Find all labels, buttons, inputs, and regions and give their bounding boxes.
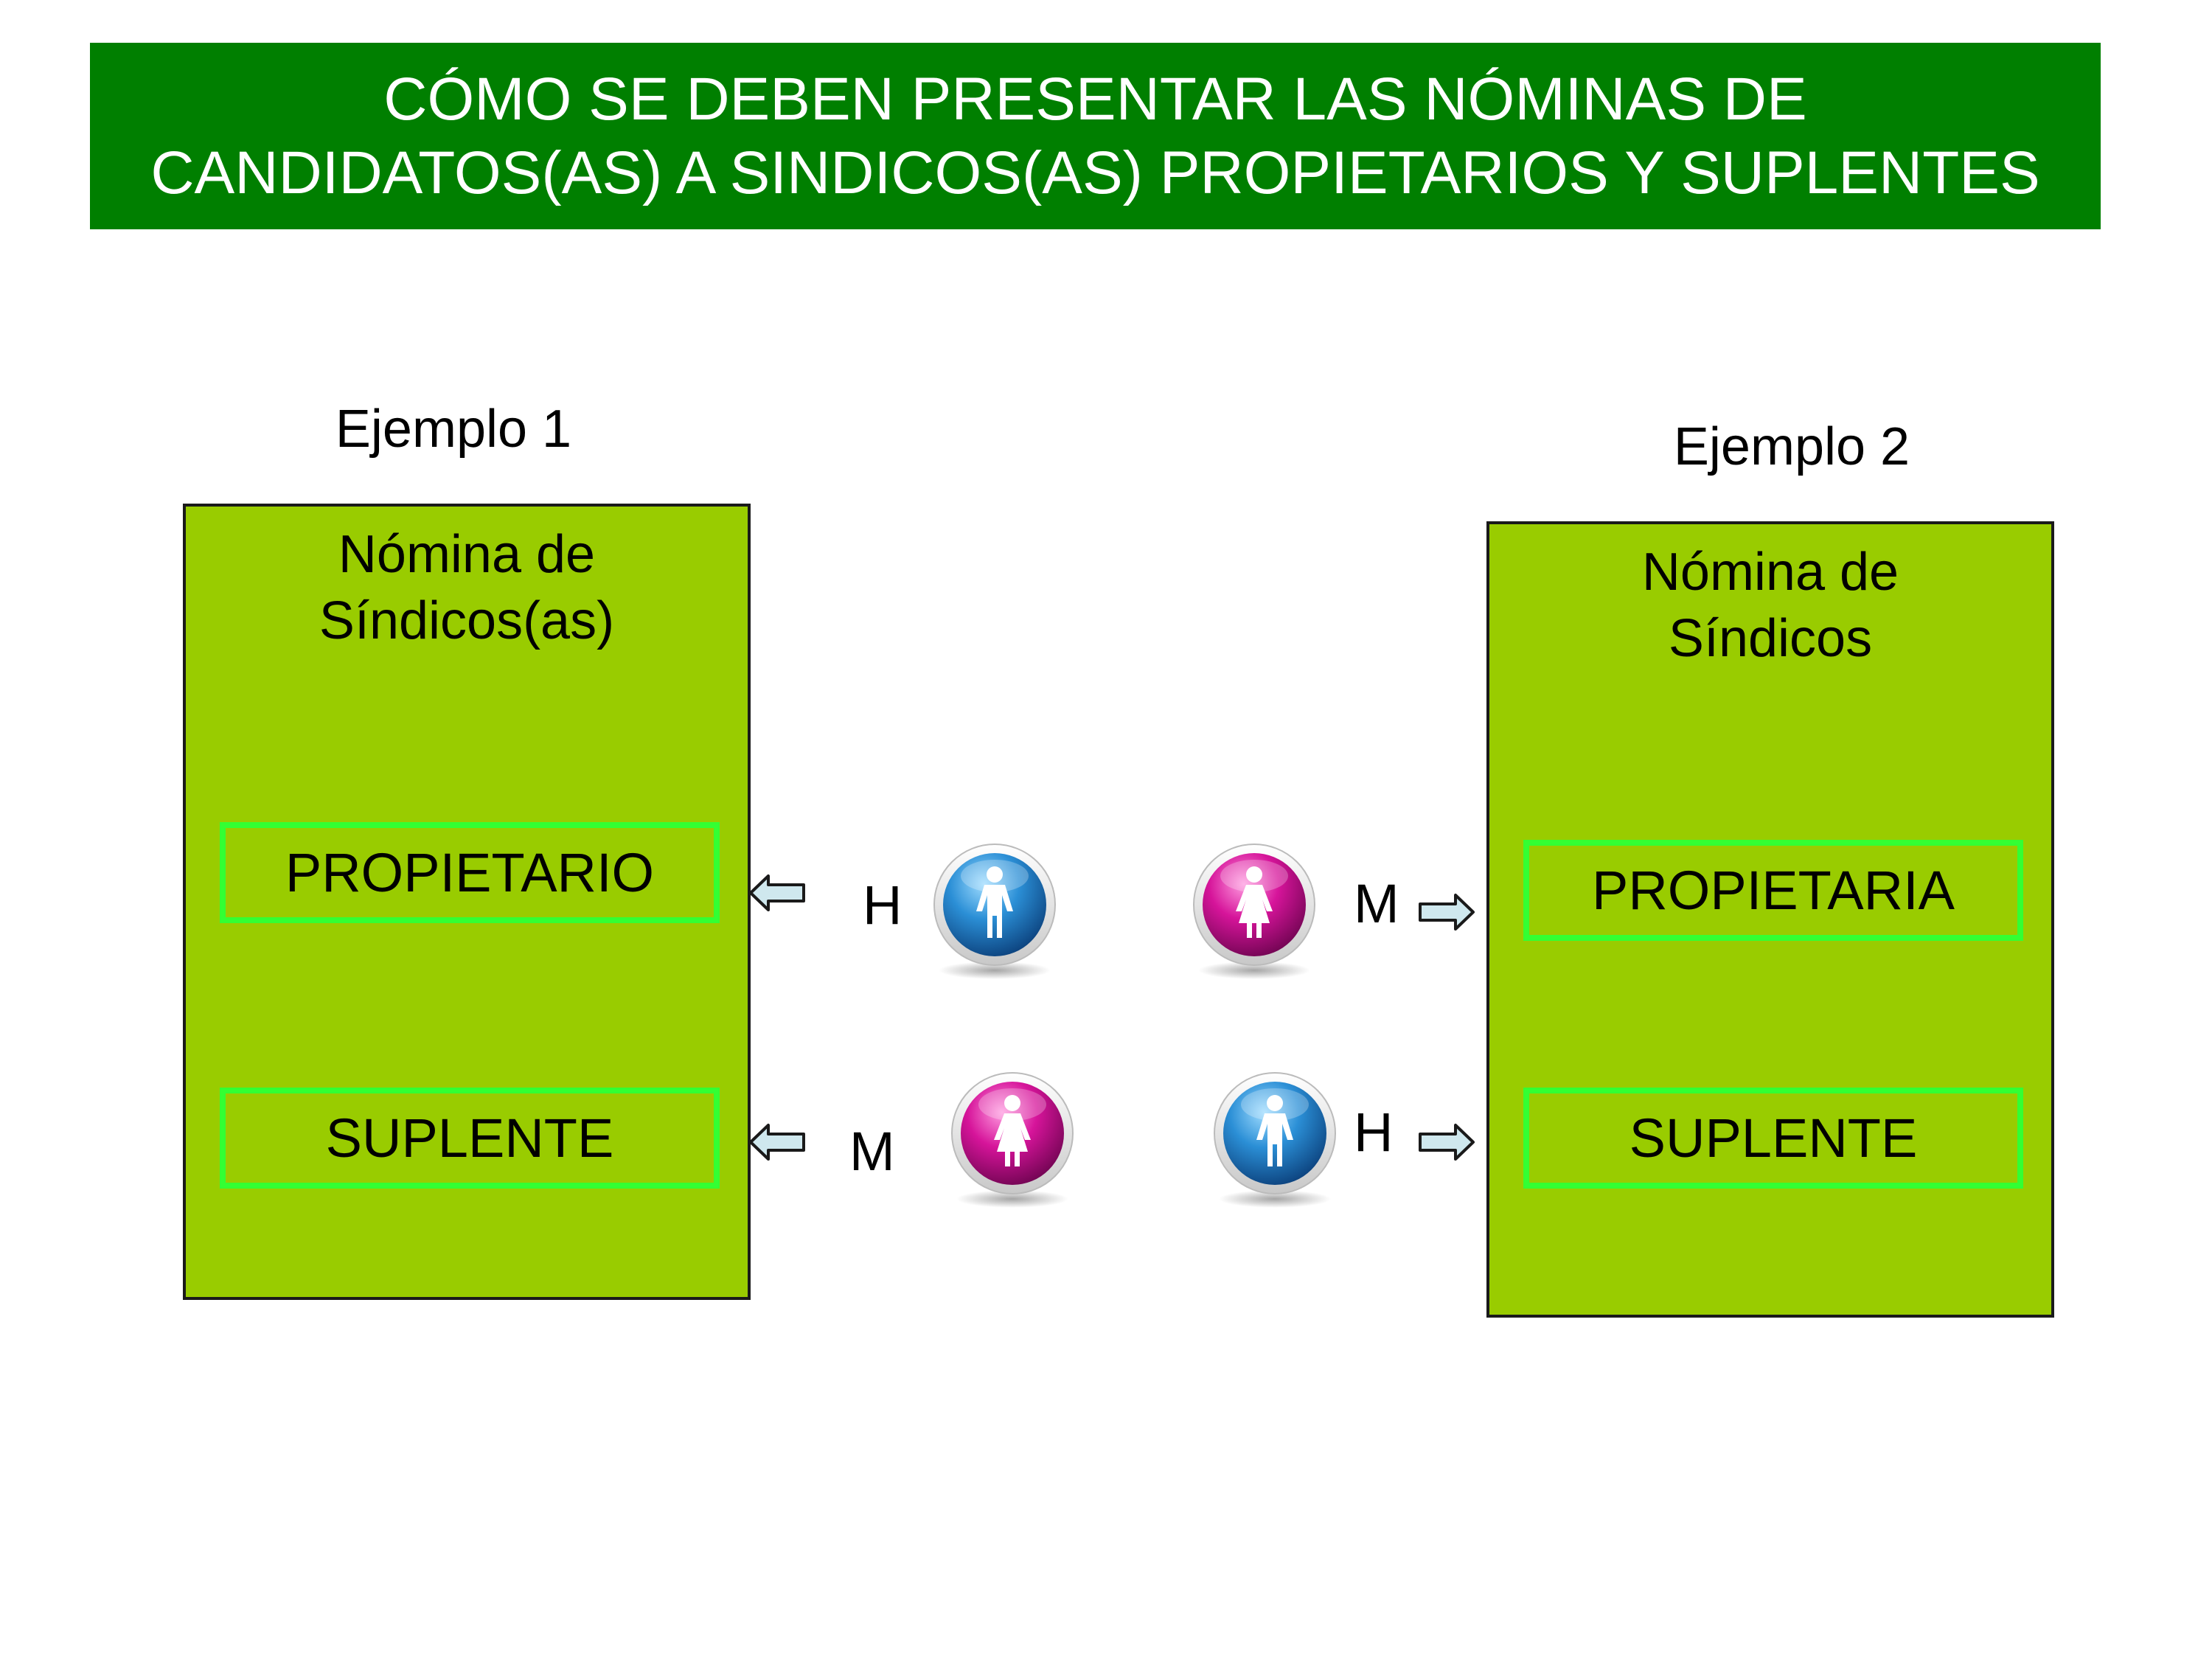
title-line-1: CÓMO SE DEBEN PRESENTAR LAS NÓMINAS DE — [383, 65, 1807, 133]
gender-letter-m: M — [1354, 873, 1399, 934]
nomina-title-line-1: Nómina de — [1641, 543, 1899, 602]
nomina-title-example-1: Nómina de Síndicos(as) — [186, 521, 748, 654]
gender-letter-h: H — [1354, 1102, 1394, 1163]
example-2-label: Ejemplo 2 — [1673, 417, 1910, 476]
arrow-right-icon — [1419, 1124, 1475, 1161]
arrow-right-icon — [1419, 894, 1475, 931]
gender-letter-m: M — [849, 1121, 895, 1182]
title-banner: CÓMO SE DEBEN PRESENTAR LAS NÓMINAS DE C… — [90, 43, 2101, 229]
slot-propietario: PROPIETARIO — [220, 822, 720, 923]
nomina-title-example-2: Nómina de Síndicos — [1489, 539, 2051, 672]
man-icon — [933, 844, 1056, 979]
slot-suplente-example-2: SUPLENTE — [1523, 1088, 2023, 1189]
slot-propietaria: PROPIETARIA — [1523, 840, 2023, 941]
woman-icon — [1193, 844, 1315, 979]
nomina-title-line-1: Nómina de — [338, 525, 596, 584]
woman-icon — [951, 1072, 1074, 1208]
example-1-label: Ejemplo 1 — [335, 400, 572, 459]
nomina-box-example-2: Nómina de Síndicos PROPIETARIA SUPLENTE — [1486, 521, 2054, 1318]
title-line-2: CANDIDATOS(AS) A SINDICOS(AS) PROPIETARI… — [150, 139, 2040, 206]
nomina-box-example-1: Nómina de Síndicos(as) PROPIETARIO SUPLE… — [183, 504, 751, 1300]
arrow-left-icon — [749, 1124, 805, 1161]
nomina-title-line-2: Síndicos(as) — [319, 591, 615, 650]
slot-suplente-example-1: SUPLENTE — [220, 1088, 720, 1189]
nomina-title-line-2: Síndicos — [1668, 609, 1873, 668]
arrow-left-icon — [749, 874, 805, 911]
gender-letter-h: H — [863, 874, 902, 936]
man-icon — [1214, 1072, 1336, 1208]
